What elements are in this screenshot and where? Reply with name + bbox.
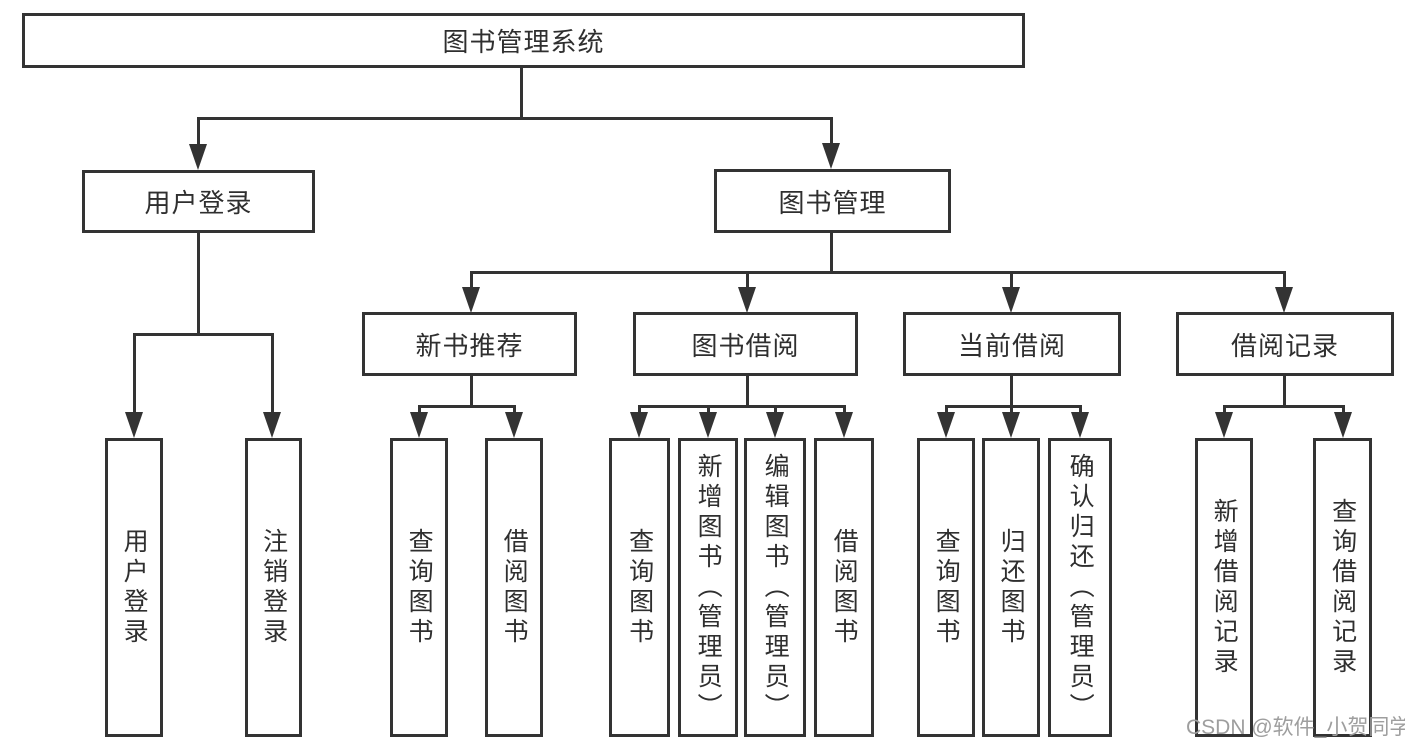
node-new-book-recommend: 新书推荐 (362, 312, 577, 376)
node-new-book-recommend-label: 新书推荐 (415, 330, 524, 361)
connector-line (945, 405, 1082, 408)
connector-line (830, 233, 833, 274)
arrow-down-icon (1002, 412, 1020, 438)
arrow-down-icon (766, 412, 784, 438)
connector-line (470, 271, 473, 290)
connector-line (133, 333, 273, 336)
connector-line (1010, 405, 1013, 414)
leaf-query-books-borrow-label: 查询图书 (625, 527, 654, 648)
node-current-borrow: 当前借阅 (903, 312, 1121, 376)
connector-line (638, 405, 846, 408)
connector-line (746, 376, 749, 408)
arrow-down-icon (189, 144, 207, 170)
leaf-logout-label: 注销登录 (259, 527, 288, 648)
connector-line (418, 405, 516, 408)
connector-line (843, 405, 846, 414)
node-book-management: 图书管理 (714, 169, 951, 233)
node-user-login: 用户登录 (82, 170, 315, 233)
leaf-user-login-label: 用户登录 (120, 527, 149, 648)
connector-line (197, 233, 200, 336)
leaf-query-borrow-record-label: 查询借阅记录 (1328, 497, 1357, 678)
arrow-down-icon (1334, 412, 1352, 438)
arrow-down-icon (630, 412, 648, 438)
connector-line (197, 117, 200, 146)
arrow-down-icon (822, 143, 840, 169)
arrow-down-icon (462, 287, 480, 313)
connector-line (1283, 376, 1286, 408)
leaf-query-borrow-record: 查询借阅记录 (1313, 438, 1372, 737)
arrow-down-icon (125, 412, 143, 438)
node-book-management-label: 图书管理 (778, 187, 887, 218)
arrow-down-icon (1215, 412, 1233, 438)
connector-line (830, 117, 833, 146)
leaf-add-borrow-record-label: 新增借阅记录 (1210, 497, 1239, 678)
leaf-borrow-books-2: 借阅图书 (814, 438, 874, 737)
leaf-borrow-books-recommend-label: 借阅图书 (500, 527, 529, 648)
connector-line (1283, 271, 1286, 290)
node-user-login-label: 用户登录 (144, 188, 253, 218)
connector-line (1223, 405, 1226, 414)
node-borrow-records-label: 借阅记录 (1230, 330, 1339, 361)
leaf-edit-book-admin-label: 编辑图书（管理员） (761, 452, 790, 723)
leaf-query-books-recommend: 查询图书 (390, 438, 448, 737)
node-book-borrow: 图书借阅 (633, 312, 858, 376)
leaf-add-borrow-record: 新增借阅记录 (1195, 438, 1253, 737)
connector-line (418, 405, 421, 414)
leaf-return-books-label: 归还图书 (997, 527, 1026, 648)
connector-line (746, 271, 749, 290)
leaf-query-books-current: 查询图书 (917, 438, 975, 737)
connector-line (1223, 405, 1345, 408)
node-borrow-records: 借阅记录 (1176, 312, 1394, 376)
arrow-down-icon (505, 412, 523, 438)
leaf-query-books-current-label: 查询图书 (932, 527, 961, 648)
leaf-query-books-recommend-label: 查询图书 (405, 527, 434, 648)
leaf-borrow-books-2-label: 借阅图书 (830, 527, 859, 648)
leaf-borrow-books-recommend: 借阅图书 (485, 438, 543, 737)
connector-line (945, 405, 948, 414)
node-library-system-label: 图书管理系统 (442, 27, 605, 57)
connector-line (774, 405, 777, 414)
connector-line (197, 117, 833, 120)
leaf-query-books-borrow: 查询图书 (609, 438, 670, 737)
leaf-logout: 注销登录 (245, 438, 302, 737)
arrow-down-icon (410, 412, 428, 438)
connector-line (470, 271, 1286, 274)
watermark: CSDN @软件_小贺同学 (1186, 716, 1405, 739)
arrow-down-icon (699, 412, 717, 438)
leaf-edit-book-admin: 编辑图书（管理员） (744, 438, 806, 737)
connector-line (271, 333, 274, 413)
connector-line (520, 68, 523, 119)
leaf-add-book-admin-label: 新增图书（管理员） (694, 452, 723, 723)
leaf-confirm-return-admin-label: 确认归还（管理员） (1066, 452, 1095, 723)
connector-line (1010, 376, 1013, 408)
connector-line (1342, 405, 1345, 414)
connector-line (1010, 271, 1013, 290)
connector-line (1079, 405, 1082, 414)
arrow-down-icon (263, 412, 281, 438)
leaf-add-book-admin: 新增图书（管理员） (678, 438, 738, 737)
connector-line (133, 333, 136, 413)
leaf-user-login: 用户登录 (105, 438, 163, 737)
connector-line (638, 405, 641, 414)
arrow-down-icon (937, 412, 955, 438)
arrow-down-icon (1071, 412, 1089, 438)
node-library-system: 图书管理系统 (22, 13, 1025, 68)
arrow-down-icon (738, 287, 756, 313)
leaf-return-books: 归还图书 (982, 438, 1040, 737)
leaf-confirm-return-admin: 确认归还（管理员） (1048, 438, 1112, 737)
arrow-down-icon (835, 412, 853, 438)
node-book-borrow-label: 图书借阅 (691, 330, 800, 361)
node-current-borrow-label: 当前借阅 (957, 330, 1066, 361)
connector-line (470, 376, 473, 408)
connector-line (513, 405, 516, 414)
arrow-down-icon (1275, 287, 1293, 313)
connector-line (707, 405, 710, 414)
arrow-down-icon (1002, 287, 1020, 313)
